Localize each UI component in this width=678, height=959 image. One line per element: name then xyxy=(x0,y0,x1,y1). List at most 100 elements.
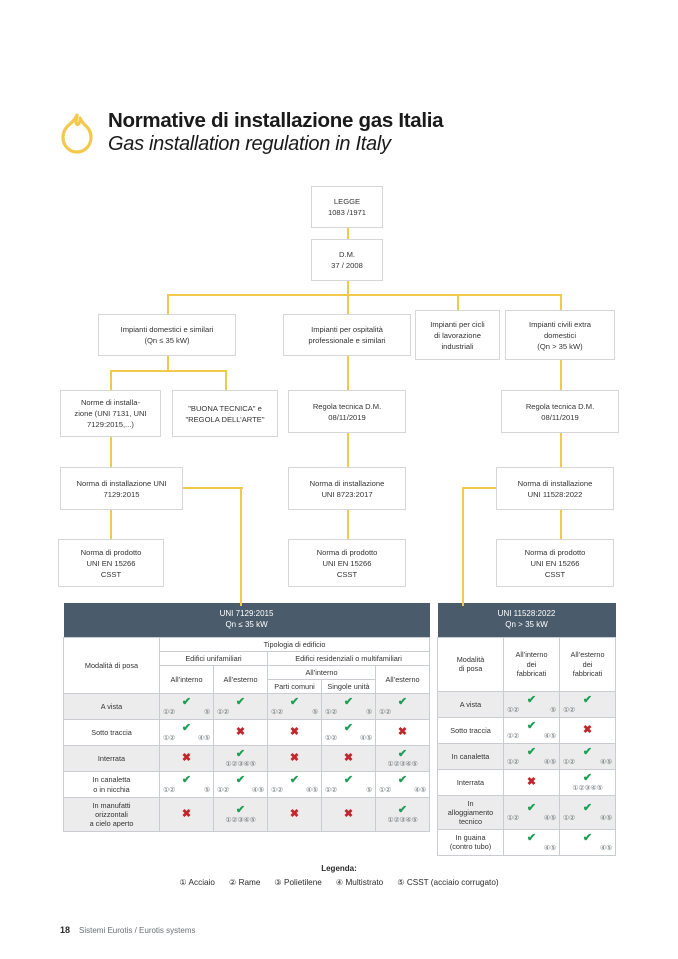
table-row: Interrata✖✔①②③④⑤✖✖✔①②③④⑤ xyxy=(63,745,431,773)
table-row-label: Sotto traccia xyxy=(63,719,160,747)
check-icon: ✔ xyxy=(526,719,537,732)
table-cell: ✔④⑤ xyxy=(503,828,560,856)
connector-line xyxy=(110,437,113,467)
page-header: Normative di installazione gas Italia Ga… xyxy=(60,109,444,155)
check-icon: ✔ xyxy=(343,722,354,735)
table-cell: ✔①②③④⑤ xyxy=(213,745,268,773)
check-icon: ✔ xyxy=(289,774,300,787)
table-left-header-group: Tipologia di edificio xyxy=(158,636,431,652)
check-icon: ✔ xyxy=(526,745,537,758)
connector-line xyxy=(225,370,228,390)
connector-bus xyxy=(110,370,227,373)
cross-icon: ✖ xyxy=(343,752,354,765)
legend-item-csst: ⑤ CSST (acciaio corrugato) xyxy=(397,878,499,887)
check-icon: ✔ xyxy=(397,748,408,761)
table-left-col-unif-interno: All’interno xyxy=(159,664,214,695)
cross-icon: ✖ xyxy=(289,808,300,821)
connector-bus xyxy=(462,487,496,490)
table-row-label: A vista xyxy=(63,693,160,721)
table-cell: ✔①② xyxy=(374,693,431,721)
table-row-label: Sotto traccia xyxy=(437,716,504,744)
connector-line xyxy=(560,294,563,314)
connector-line xyxy=(560,360,563,390)
check-icon: ✔ xyxy=(235,774,246,787)
flow-node-buona-tecnica: "BUONA TECNICA" e"REGOLA DELL’ARTE" xyxy=(172,390,278,437)
material-codes: ①② xyxy=(217,707,230,717)
check-icon: ✔ xyxy=(397,696,408,709)
table-cell: ✖ xyxy=(503,768,560,796)
table-cell: ✔①②③④⑤ xyxy=(374,745,431,773)
check-icon: ✔ xyxy=(235,804,246,817)
check-icon: ✔ xyxy=(582,771,593,784)
material-codes: ④⑤ xyxy=(599,842,613,852)
page-number: 18 xyxy=(60,925,71,935)
cross-icon: ✖ xyxy=(397,726,408,739)
cross-icon: ✖ xyxy=(289,726,300,739)
connector-line xyxy=(457,294,460,314)
cross-icon: ✖ xyxy=(289,752,300,765)
connector-bus xyxy=(183,487,243,490)
legend-item-polietilene: ③ Polietilene xyxy=(274,878,322,887)
table-row-label: Interrata xyxy=(437,768,504,796)
cross-icon: ✖ xyxy=(181,808,192,821)
check-icon: ✔ xyxy=(343,696,354,709)
cross-icon: ✖ xyxy=(582,723,593,736)
table-left-group-unifamiliari: Edifici unifamiliari xyxy=(159,650,268,666)
table-cell: ✔①② xyxy=(558,690,617,718)
table-cell: ✔④⑤ xyxy=(558,828,617,856)
legend-item-multistrato: ④ Multistrato xyxy=(335,878,384,887)
flame-icon xyxy=(60,111,94,155)
table-cell: ✖ xyxy=(321,797,376,833)
connector-line xyxy=(347,433,350,467)
material-codes: ①②③④⑤ xyxy=(225,815,256,825)
table-left-col-singole-unita: Singole unità xyxy=(321,678,376,695)
table-cell: ✖ xyxy=(213,719,268,747)
legend-items: ① Acciaio ② Rame ③ Polietilene ④ Multist… xyxy=(0,877,678,887)
table-row-label: In guaina(contro tubo) xyxy=(437,828,504,856)
table-row-label: In canaletta xyxy=(437,742,504,770)
connector-line xyxy=(560,510,563,539)
page-title: Normative di installazione gas Italia xyxy=(108,109,444,132)
check-icon: ✔ xyxy=(181,696,192,709)
table-cell: ✖ xyxy=(267,745,322,773)
connector-line xyxy=(347,294,350,314)
material-codes: ①②③④⑤ xyxy=(387,815,418,825)
material-codes: ①②③④⑤ xyxy=(387,759,418,769)
cross-icon: ✖ xyxy=(526,775,537,788)
check-icon: ✔ xyxy=(526,831,537,844)
